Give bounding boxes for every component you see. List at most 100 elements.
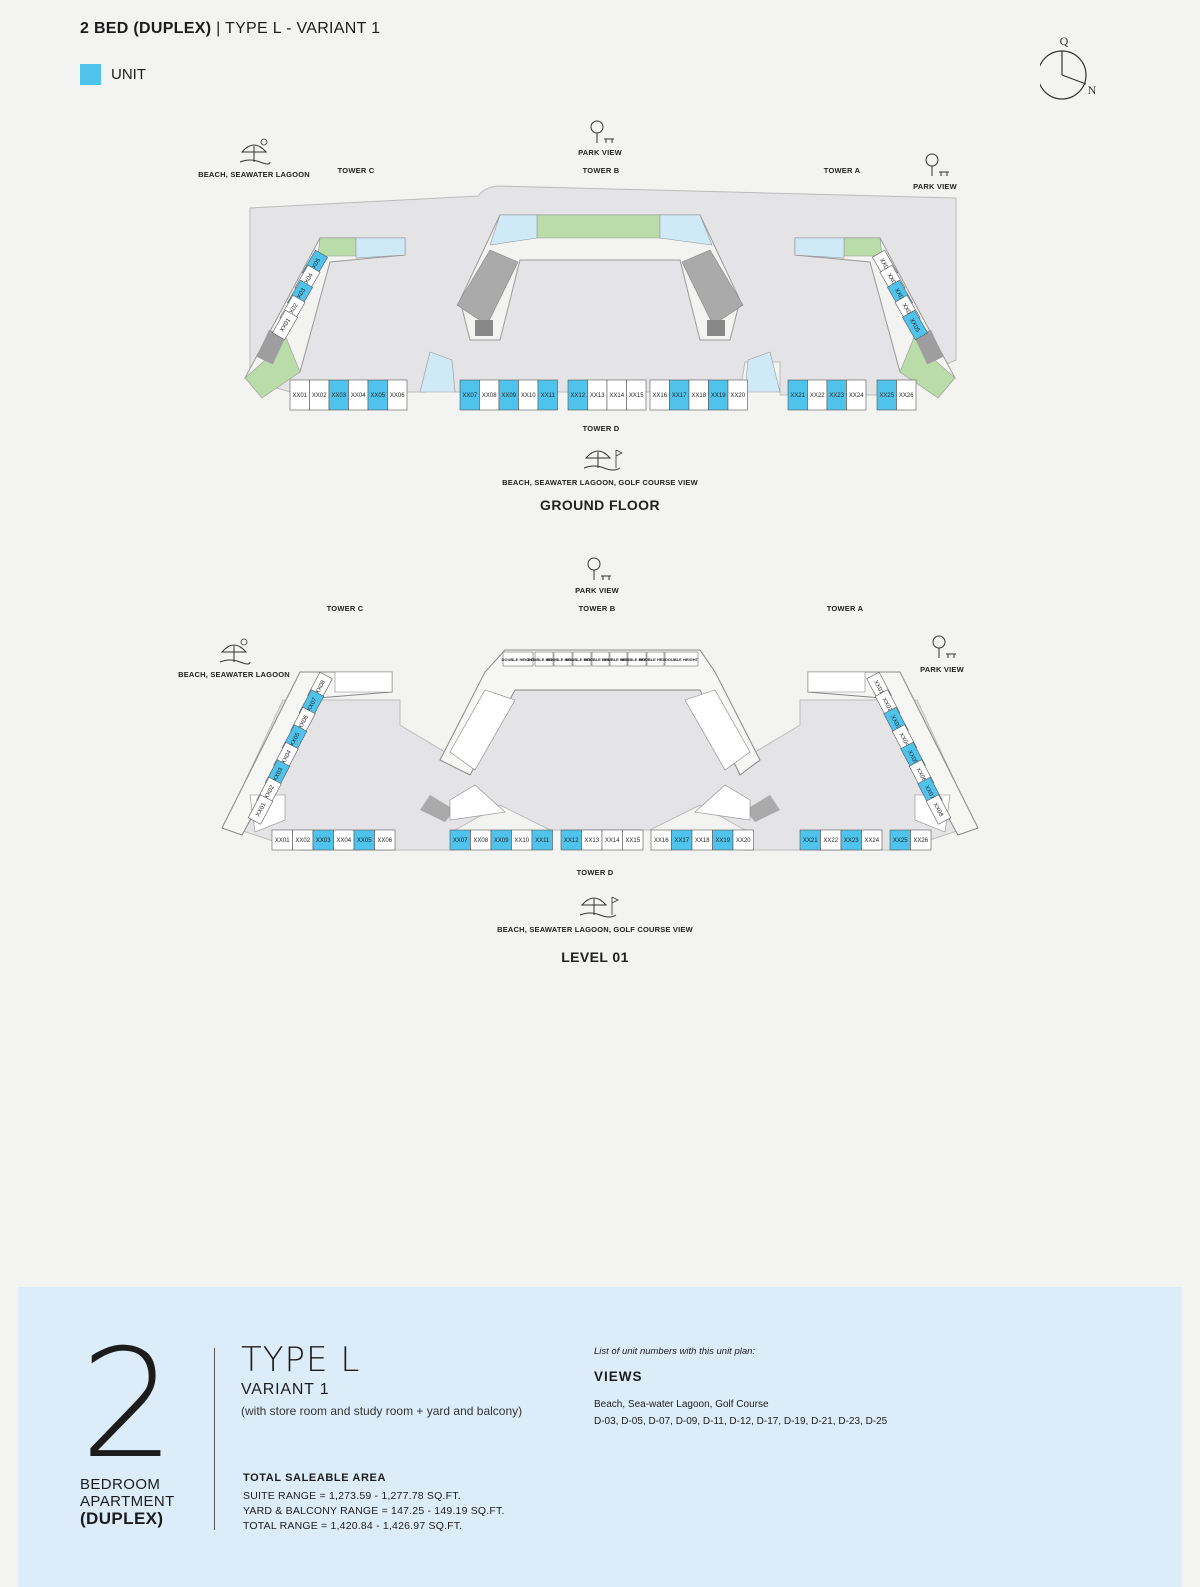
unit-label: XX13: [584, 838, 599, 844]
beach-umbrella-icon: [219, 638, 251, 665]
unit-box: [537, 379, 558, 411]
footer-divider: [214, 1348, 215, 1530]
unit-label: XX11: [541, 393, 556, 399]
unit-label: XX14: [609, 393, 624, 399]
unit-label: XX11: [535, 838, 550, 844]
double-height-cell: DOUBLE HEIGHT: [527, 651, 561, 667]
unit-label: XX04: [351, 393, 366, 399]
gf-tower-c: TOWER C: [338, 166, 375, 175]
unit-box: [387, 379, 408, 411]
unit-cell: XX21: [799, 829, 821, 851]
unit-label: XX05: [357, 838, 372, 844]
unit-box: [732, 829, 754, 851]
double-height-label: DOUBLE HEIGHT: [639, 657, 673, 662]
l1-floor-label: LEVEL 01: [561, 949, 629, 965]
unit-label: XX08: [473, 838, 488, 844]
l1-tower-c: TOWER C: [327, 604, 364, 613]
unit-cell: XX20: [732, 829, 754, 851]
l1-view-right: PARK VIEW: [920, 665, 964, 674]
unit-label: XX17: [674, 838, 689, 844]
unit-label: XX13: [590, 393, 605, 399]
double-height-label: DOUBLE HEIGHT: [501, 657, 535, 662]
unit-label: XX06: [377, 838, 392, 844]
unit-label: XX05: [370, 393, 385, 399]
unit-cell: XX16: [650, 829, 672, 851]
double-height-label: DOUBLE HEIGHT: [620, 657, 654, 662]
views-heading: VIEWS: [594, 1369, 643, 1384]
unit-cell: XX20: [727, 379, 748, 411]
unit-label: XX19: [711, 393, 726, 399]
unit-label: XX02: [295, 838, 310, 844]
unit-label: XX20: [736, 838, 751, 844]
gf-view-right: PARK VIEW: [913, 182, 957, 191]
gf-view-left: BEACH, SEAWATER LAGOON: [198, 170, 310, 179]
unit-cell: XX24: [861, 829, 883, 851]
l1-tower-a: TOWER A: [827, 604, 864, 613]
park-tree-icon: [925, 153, 949, 176]
unit-cell: XX08: [479, 379, 500, 411]
unit-label: XX12: [570, 393, 585, 399]
unit-label: XX07: [453, 838, 468, 844]
unit-cell: XX25: [889, 829, 911, 851]
unit-label: XX06: [390, 393, 405, 399]
double-height-cell: DOUBLE HEIGHT: [565, 651, 599, 667]
unit-list-note: List of unit numbers with this unit plan…: [594, 1346, 756, 1357]
unit-cell: XX02: [292, 829, 314, 851]
unit-label: XX19: [715, 838, 730, 844]
unit-cell: XX05: [353, 829, 375, 851]
variant-description: (with store room and study room + yard a…: [241, 1404, 523, 1418]
unit-label: XX22: [823, 838, 838, 844]
unit-label: XX10: [521, 393, 536, 399]
unit-cell: XX15: [626, 379, 647, 411]
page-title: 2 BED (DUPLEX) | TYPE L - VARIANT 1: [80, 20, 380, 38]
unit-label: XX24: [849, 393, 864, 399]
unit-box: [622, 829, 644, 851]
l1-tower-d: TOWER D: [577, 868, 614, 877]
unit-cell: XX12: [560, 829, 582, 851]
unit-cell: XX26: [910, 829, 932, 851]
unit-cell: XX26: [896, 379, 917, 411]
bedroom-line2: APARTMENT: [80, 1493, 175, 1510]
unit-cell: XX18: [691, 829, 713, 851]
total-range: TOTAL RANGE = 1,420.84 - 1,426.97 SQ.FT.: [243, 1520, 463, 1532]
unit-box: [925, 794, 952, 825]
unit-box: [861, 829, 883, 851]
double-height-cell: DOUBLE HEIGHT: [602, 651, 636, 667]
unit-box: [272, 309, 298, 341]
unit-label: XX26: [913, 838, 928, 844]
saleable-area-heading: TOTAL SALEABLE AREA: [243, 1472, 386, 1484]
double-height-cell: DOUBLE HEIGHT: [639, 651, 673, 667]
unit-cell: XX14: [601, 829, 623, 851]
unit-cell: XX24: [846, 379, 867, 411]
double-height-cell: DOUBLE HEIGHT: [546, 651, 580, 667]
unit-label: XX18: [695, 838, 710, 844]
unit-box: [247, 794, 274, 825]
beach-golf-icon: [579, 896, 619, 918]
unit-numbers: D-03, D-05, D-07, D-09, D-11, D-12, D-17…: [594, 1416, 888, 1427]
unit-label: XX21: [790, 393, 805, 399]
bedroom-line1: BEDROOM: [80, 1476, 161, 1493]
legend-label: UNIT: [111, 66, 146, 83]
double-height-label: DOUBLE HEIGHT: [584, 657, 618, 662]
unit-cell: XX06: [387, 379, 408, 411]
unit-cell: XX11: [531, 829, 553, 851]
unit-label: XX25: [879, 393, 894, 399]
type-title: TYPE L: [241, 1340, 361, 1380]
unit-label: XX16: [652, 393, 667, 399]
variant-label: VARIANT 1: [241, 1381, 330, 1398]
unit-box: [727, 379, 748, 411]
unit-cell: XX23: [840, 829, 862, 851]
unit-label: XX15: [629, 393, 644, 399]
unit-cell: XX17: [671, 829, 693, 851]
unit-cell: XX22: [820, 829, 842, 851]
unit-cell: XX16: [649, 379, 670, 411]
unit-label: XX23: [829, 393, 844, 399]
gf-tower-d: TOWER D: [583, 424, 620, 433]
unit-label: XX02: [312, 393, 327, 399]
